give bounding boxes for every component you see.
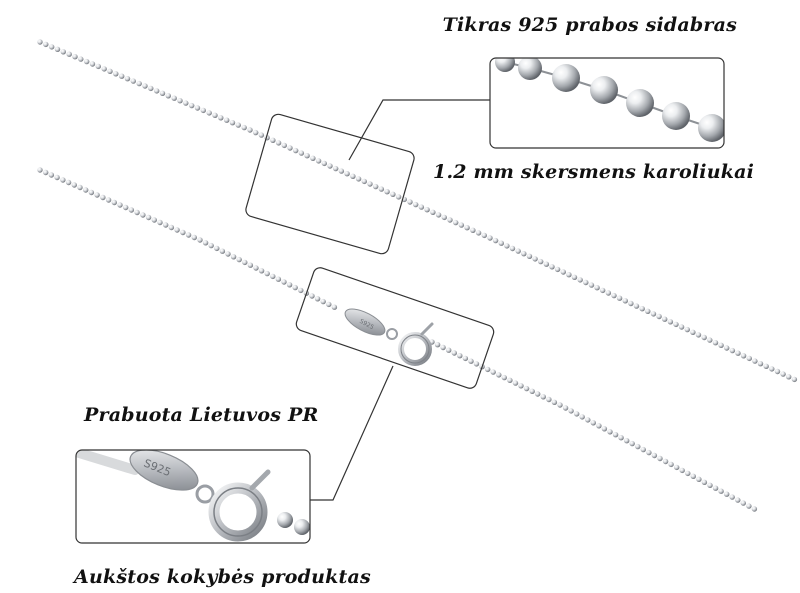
bead-zoom-inset xyxy=(489,57,725,149)
spring-ring xyxy=(398,322,434,366)
zoom-tag-plate: S925 xyxy=(129,450,199,491)
chain-highlight-frame xyxy=(245,113,415,255)
jump-ring xyxy=(386,328,398,340)
bead-size-caption: 1.2 mm skersmens karoliukai xyxy=(433,161,754,183)
clasp-callout-line xyxy=(310,365,394,501)
clasp-highlight-frame xyxy=(295,267,495,389)
tag-plate: S925 xyxy=(344,308,386,336)
upper-chain-strand xyxy=(37,39,798,383)
zoom-spring-ring xyxy=(208,469,271,542)
material-caption: Tikras 925 prabos sidabras xyxy=(442,14,737,36)
clasp-zoom-inset: S925 xyxy=(75,449,311,544)
lower-chain-strand xyxy=(37,167,758,512)
assay-caption: Prabuota Lietuvos PR xyxy=(84,404,319,426)
clasp-assembly: S925 xyxy=(344,308,434,366)
quality-caption: Aukštos kokybės produktas xyxy=(74,566,371,588)
chain-callout-line xyxy=(348,99,492,161)
